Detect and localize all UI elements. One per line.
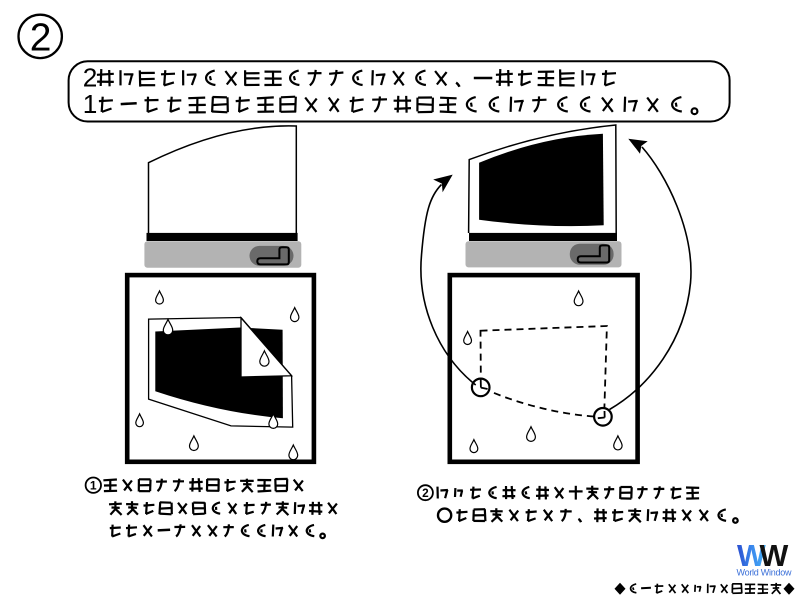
svg-text:2: 2 xyxy=(83,62,98,92)
svg-text:World Window: World Window xyxy=(737,568,793,578)
svg-text:W: W xyxy=(737,539,766,573)
svg-text:1: 1 xyxy=(83,89,98,119)
svg-text:2: 2 xyxy=(30,16,52,59)
svg-text:1: 1 xyxy=(90,479,97,493)
svg-text:2: 2 xyxy=(422,486,429,500)
svg-text:W: W xyxy=(760,539,789,573)
